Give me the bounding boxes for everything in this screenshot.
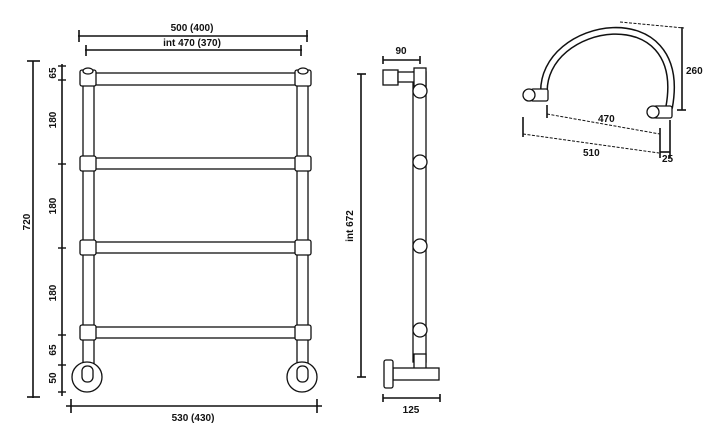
depth-top-label: 90 xyxy=(395,46,407,57)
base-width-label: 530 (430) xyxy=(172,413,215,424)
arc-inner-width-label: 470 xyxy=(598,114,615,125)
spacing-2-label: 180 xyxy=(48,197,59,214)
arc-height-label: 260 xyxy=(686,66,703,77)
foot-height-label: 50 xyxy=(48,372,59,384)
overall-width-label: 500 (400) xyxy=(171,23,214,34)
valve-wheel xyxy=(383,359,394,389)
spacing-3-label: 180 xyxy=(48,284,59,301)
towel-bars xyxy=(79,67,312,341)
internal-height-label: int 672 xyxy=(345,210,356,242)
arc-offset-label: 25 xyxy=(662,154,674,165)
arc-view: 260 470 510 25 xyxy=(522,21,703,165)
arc-outer-width-label: 510 xyxy=(583,148,600,159)
depth-bottom-label: 125 xyxy=(403,405,420,416)
front-view: 500 (400) int 470 (370) 720 65 180 180 1… xyxy=(22,23,322,424)
spacing-1-label: 180 xyxy=(48,111,59,128)
internal-width-label: int 470 (370) xyxy=(163,38,221,49)
spacing-bottom-label: 65 xyxy=(48,344,59,356)
spacing-top-label: 65 xyxy=(48,67,59,79)
overall-height-label: 720 xyxy=(22,213,33,230)
side-view: 90 int 672 125 xyxy=(345,46,441,416)
